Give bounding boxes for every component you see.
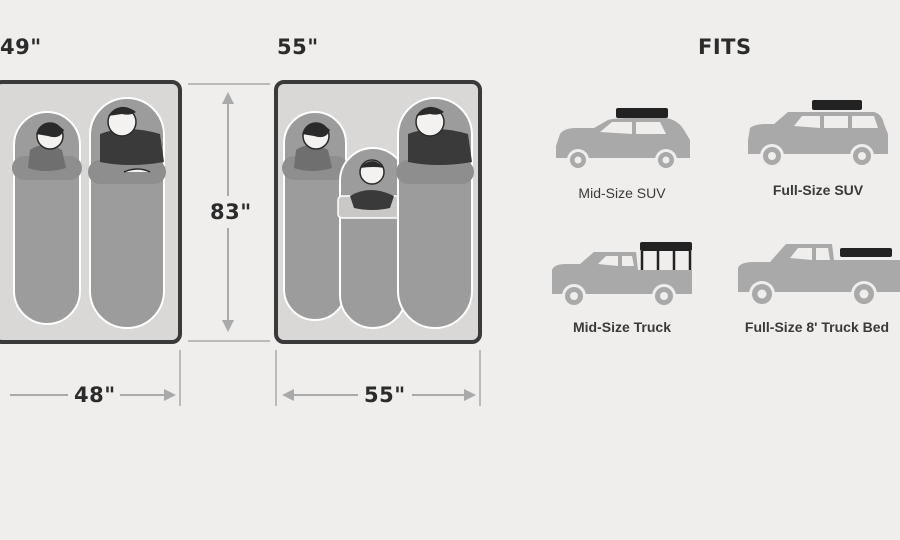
vehicle-label-full-size-suv: Full-Size SUV: [772, 182, 864, 198]
vehicle-label-mid-size-suv: Mid-Size SUV: [578, 185, 666, 201]
mattress-b-top-width: 55": [277, 35, 319, 59]
mid-size-truck-icon: [552, 242, 692, 308]
full-size-truck-icon: [738, 244, 900, 307]
sleeping-bag-child: [337, 147, 411, 329]
mid-size-suv-icon: [556, 108, 690, 171]
dimension-lines: [10, 83, 481, 406]
vehicle-label-mid-size-truck: Mid-Size Truck: [572, 319, 672, 335]
mattress-length: 83": [206, 202, 256, 223]
mattress-55: [274, 80, 482, 344]
sleeping-bag-left-b: [282, 111, 348, 321]
mattress-b-bottom-width: 55": [364, 383, 406, 407]
fits-title: FITS: [698, 35, 752, 59]
sleeping-bag-right-b: [396, 97, 474, 329]
sleeping-bag-right: [88, 97, 166, 329]
person-man: [100, 106, 164, 173]
sleeping-bag-left: [12, 111, 82, 325]
person-man-b: [408, 106, 472, 165]
person-child: [350, 159, 394, 210]
mattress-a-top-width: 49": [0, 35, 42, 59]
mattress-48: [0, 80, 182, 344]
mattress-a-bottom-width: 48": [74, 383, 116, 407]
vehicle-label-full-size-truck: Full-Size 8' Truck Bed: [744, 319, 890, 335]
person-woman-b: [294, 122, 332, 171]
person-woman: [28, 122, 66, 171]
full-size-suv-icon: [748, 100, 888, 168]
